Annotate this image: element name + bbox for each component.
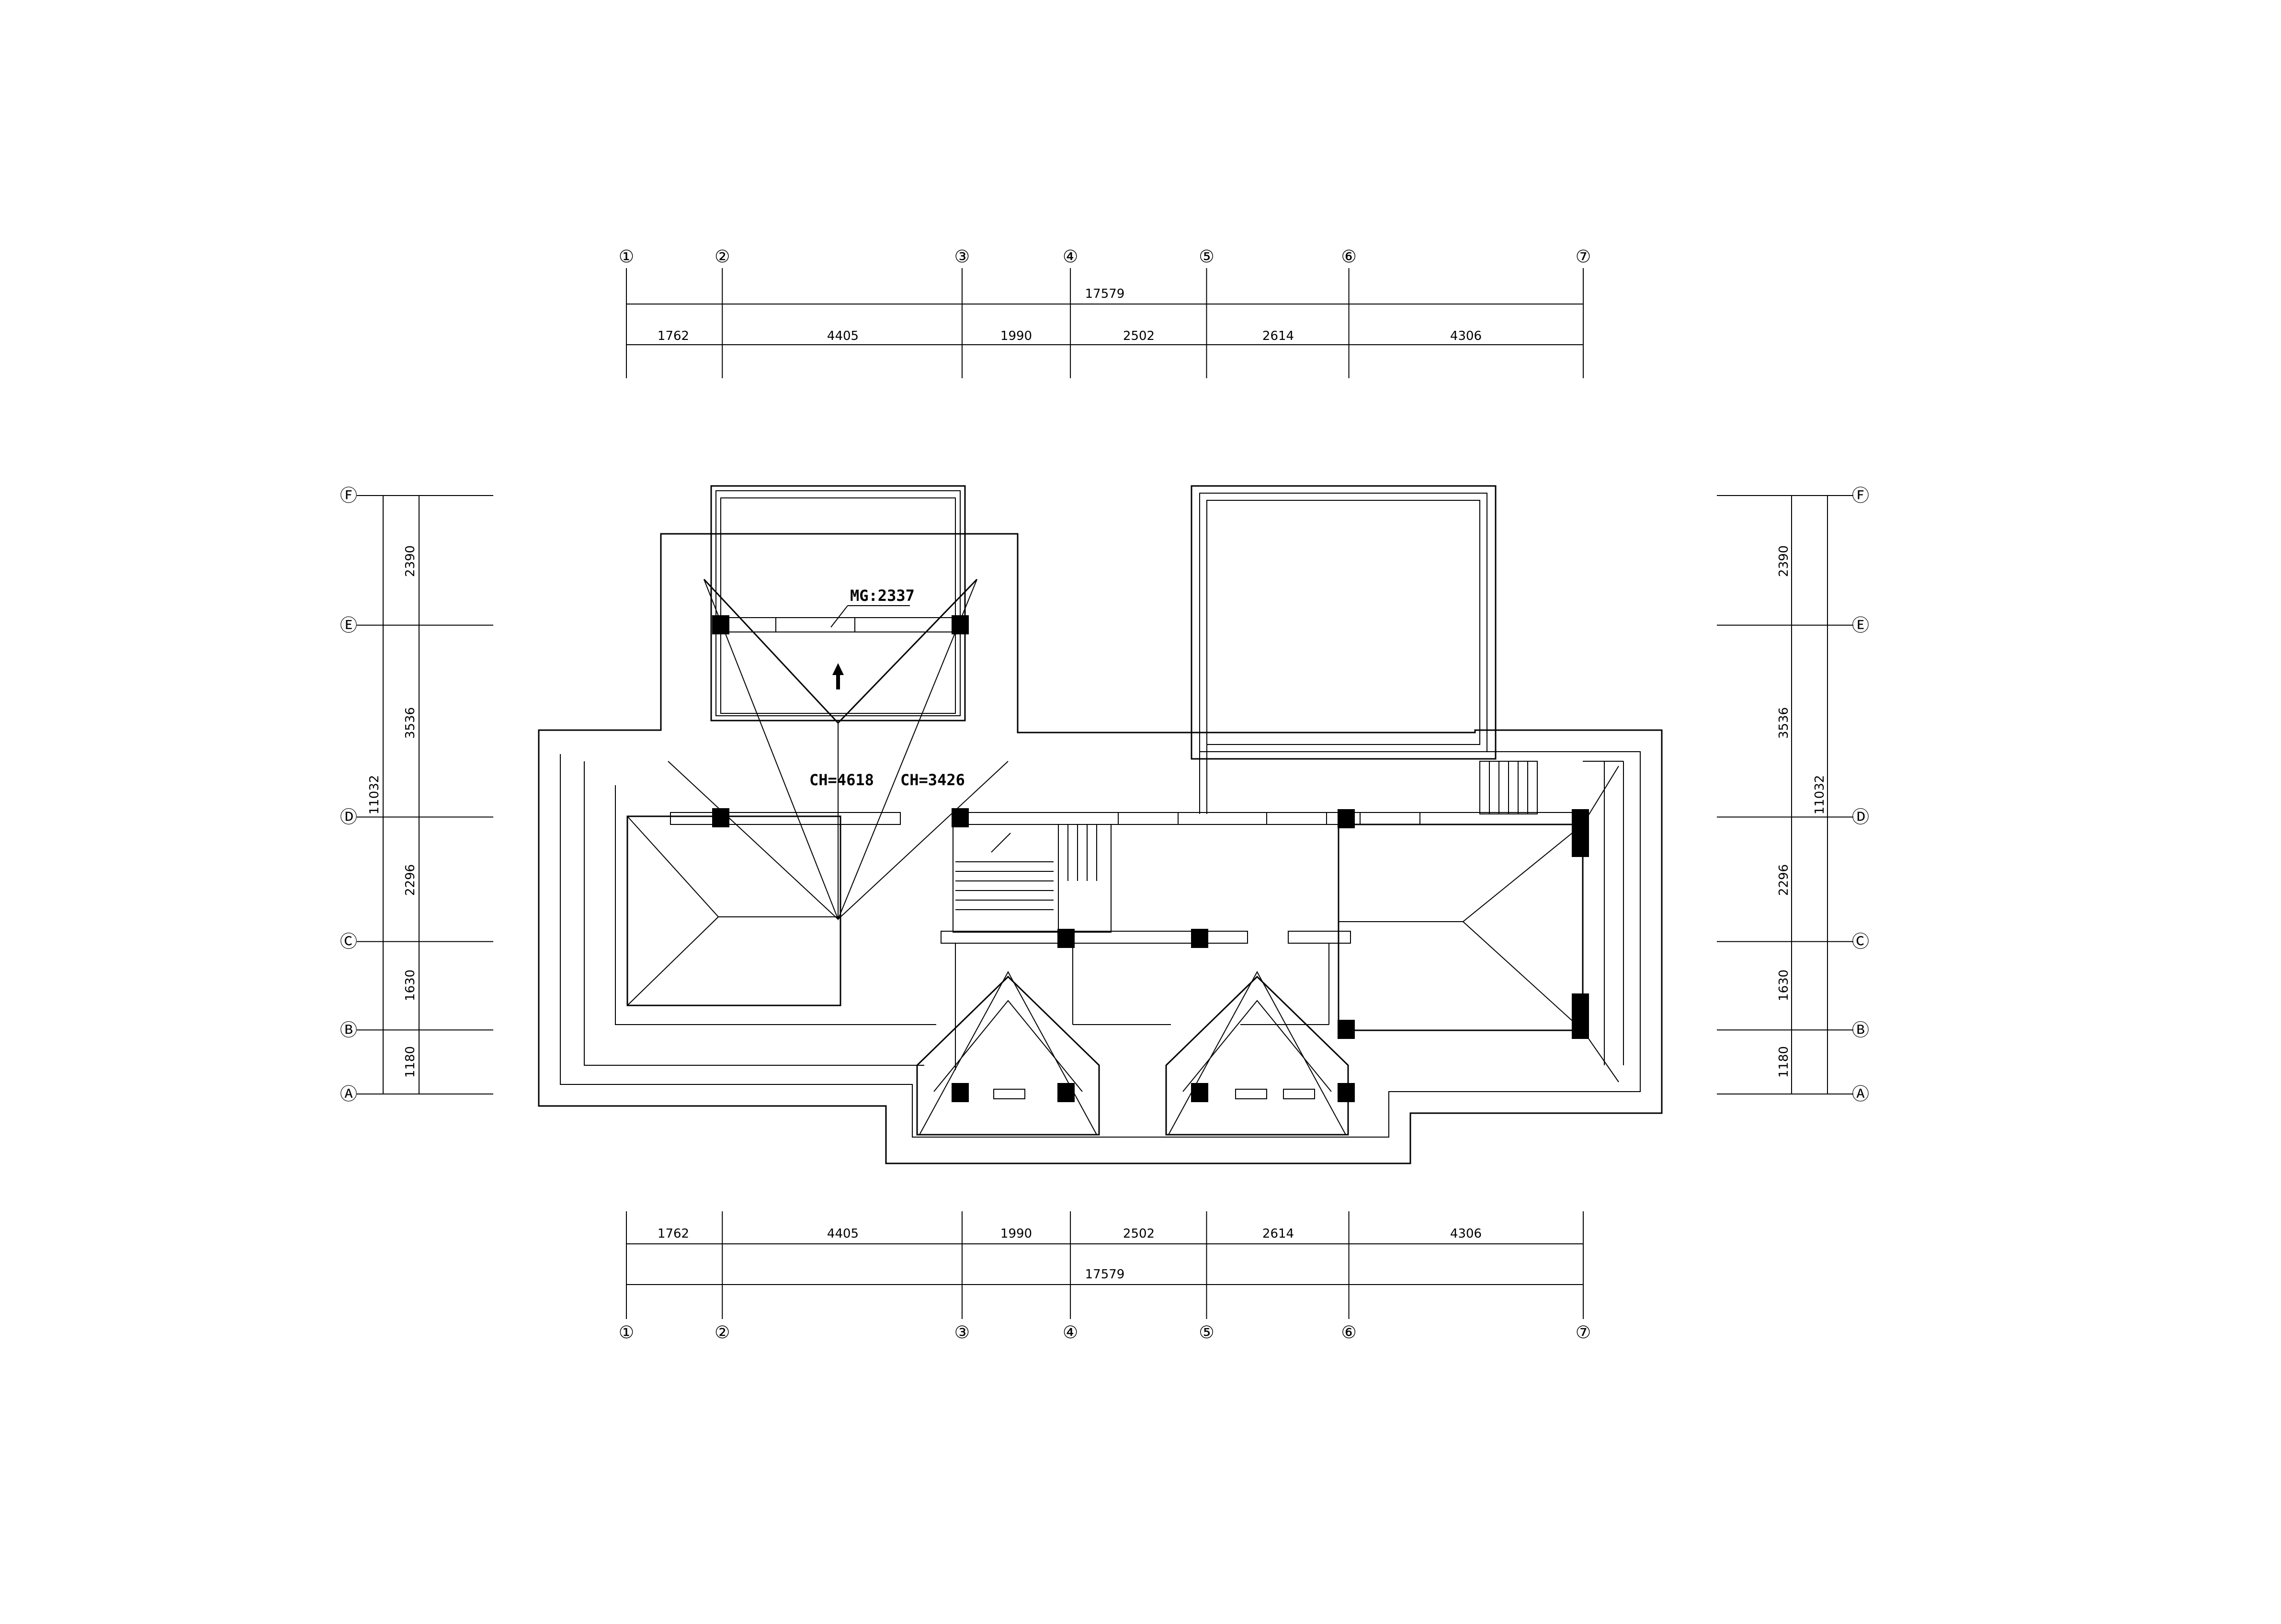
direction-arrow-icon bbox=[832, 663, 844, 689]
top-dim-4: 2502 bbox=[1123, 329, 1155, 343]
north-wing-outline bbox=[710, 485, 966, 722]
right-hip-roof bbox=[1338, 823, 1584, 1031]
outer-eave-outline bbox=[538, 533, 1663, 1164]
right-dim-4: 3536 bbox=[1777, 707, 1791, 739]
left-total-dim: 11032 bbox=[367, 775, 382, 815]
bottom-dim-1: 1762 bbox=[658, 1227, 689, 1241]
bottom-axis-bubble: ⑤ bbox=[1199, 1323, 1214, 1342]
left-dimension-chain: 11032 1180 1630 2296 3536 2390 Ⓐ Ⓑ Ⓒ Ⓓ Ⓔ Ⓕ bbox=[340, 486, 493, 1104]
right-dim-1: 1180 bbox=[1777, 1046, 1791, 1078]
ch-annotation-1: CH=4618 bbox=[809, 771, 874, 789]
top-axis-bubble: ⑥ bbox=[1341, 247, 1356, 267]
right-axis-bubble: Ⓕ bbox=[1852, 486, 1869, 506]
right-dim-3: 2296 bbox=[1777, 864, 1791, 896]
top-axis-bubble: ① bbox=[619, 247, 634, 267]
northeast-terrace bbox=[1191, 485, 1497, 760]
top-dimension-chain: 17579 1762 4405 1990 2502 2614 4306 ① ② ③ ④… bbox=[619, 247, 1591, 378]
inner-eave-outline bbox=[560, 751, 1641, 1138]
left-dim-2: 1630 bbox=[403, 970, 418, 1001]
staircase bbox=[953, 824, 1112, 933]
bottom-dim-3: 1990 bbox=[1000, 1227, 1032, 1241]
top-dim-1: 1762 bbox=[658, 329, 689, 343]
bottom-axis-bubble: ② bbox=[715, 1323, 730, 1342]
left-axis-bubble: Ⓐ bbox=[340, 1084, 357, 1104]
bottom-dim-4: 2502 bbox=[1123, 1227, 1155, 1241]
roof-edge-left-2 bbox=[615, 785, 936, 1025]
left-axis-bubble: Ⓕ bbox=[340, 486, 357, 506]
top-dim-3: 1990 bbox=[1000, 329, 1032, 343]
ch-annotation-2: CH=3426 bbox=[900, 771, 965, 789]
roof-edge-left bbox=[584, 761, 924, 1066]
top-axis-bubble: ② bbox=[715, 247, 730, 267]
left-dim-3: 2296 bbox=[403, 864, 418, 896]
right-total-dim: 11032 bbox=[1813, 775, 1827, 815]
left-hip-roof bbox=[626, 815, 841, 1006]
top-axis-bubble: ⑤ bbox=[1199, 247, 1214, 267]
top-dim-2: 4405 bbox=[827, 329, 859, 343]
bottom-dim-6: 4306 bbox=[1450, 1227, 1482, 1241]
bottom-axis-bubble: ⑥ bbox=[1341, 1323, 1356, 1342]
south-bay-roof-right bbox=[1165, 975, 1349, 1136]
right-axis-bubble: Ⓔ bbox=[1852, 616, 1869, 635]
right-axis-bubble: Ⓐ bbox=[1852, 1084, 1869, 1104]
left-dim-1: 1180 bbox=[403, 1046, 418, 1078]
bottom-dim-5: 2614 bbox=[1262, 1227, 1294, 1241]
left-dim-5: 2390 bbox=[403, 545, 418, 577]
bottom-axis-bubble: ⑦ bbox=[1576, 1323, 1591, 1342]
top-dim-6: 4306 bbox=[1450, 329, 1482, 343]
structural-columns bbox=[712, 615, 1589, 1102]
left-axis-bubble: Ⓔ bbox=[340, 616, 357, 635]
right-dimension-chain: 11032 1180 1630 2296 3536 2390 Ⓐ Ⓑ Ⓒ Ⓓ Ⓔ Ⓕ bbox=[1717, 486, 1869, 1104]
left-axis-bubble: Ⓑ bbox=[340, 1020, 357, 1040]
left-dim-4: 3536 bbox=[403, 707, 418, 739]
top-dim-5: 2614 bbox=[1262, 329, 1294, 343]
roof-plan: MG:2337 CH=4618 CH=3426 bbox=[538, 485, 1663, 1164]
right-dim-2: 1630 bbox=[1777, 970, 1791, 1001]
top-total-dim: 17579 bbox=[1085, 287, 1125, 301]
north-gable-roof bbox=[703, 578, 978, 724]
top-axis-bubble: ④ bbox=[1063, 247, 1078, 267]
right-dim-5: 2390 bbox=[1777, 545, 1791, 577]
right-axis-bubble: Ⓓ bbox=[1852, 807, 1869, 827]
top-axis-bubble: ③ bbox=[954, 247, 970, 267]
bottom-total-dim: 17579 bbox=[1085, 1267, 1125, 1282]
right-axis-bubble: Ⓒ bbox=[1852, 932, 1869, 952]
bottom-axis-bubble: ① bbox=[619, 1323, 634, 1342]
left-axis-bubble: Ⓓ bbox=[340, 807, 357, 827]
mg-annotation: MG:2337 bbox=[850, 586, 915, 605]
bottom-axis-bubble: ③ bbox=[954, 1323, 970, 1342]
bottom-dim-2: 4405 bbox=[827, 1227, 859, 1241]
south-bay-roof-left bbox=[916, 975, 1100, 1136]
bottom-axis-bubble: ④ bbox=[1063, 1323, 1078, 1342]
left-axis-bubble: Ⓒ bbox=[340, 932, 357, 952]
bottom-dimension-chain: 1762 4405 1990 2502 2614 4306 17579 ① ② ③ ④… bbox=[619, 1211, 1591, 1342]
right-axis-bubble: Ⓑ bbox=[1852, 1020, 1869, 1040]
top-axis-bubble: ⑦ bbox=[1576, 247, 1591, 267]
